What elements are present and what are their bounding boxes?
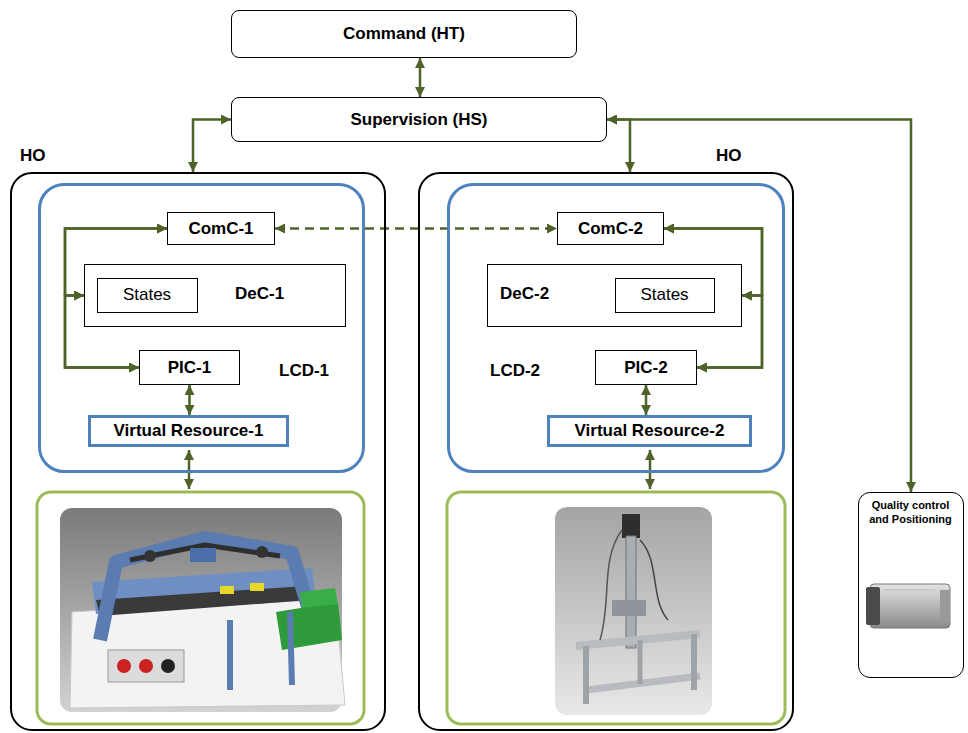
node-label: States: [123, 285, 171, 305]
command-box: Command (HT): [231, 10, 577, 58]
connector-arrow: [607, 120, 630, 173]
resource-frame: [37, 492, 364, 724]
resource-link: [649, 450, 652, 489]
node-label: LCD-1: [279, 361, 329, 381]
node-label: HO: [20, 146, 46, 166]
states-box: States: [615, 278, 715, 313]
decision-box: DeC-1 States: [84, 264, 346, 327]
control-device-box: LCD-2 ComC-2DeC-2 StatesPIC-2Virtual Resou…: [447, 183, 785, 473]
process-box: ComC-1: [167, 212, 275, 245]
connector-arrow: [419, 58, 422, 97]
node-label: ComC-1: [188, 219, 253, 239]
node-label: States: [640, 285, 688, 305]
states-box: States: [97, 278, 198, 313]
supervision-box: Supervision (HS): [231, 97, 607, 142]
control-device-box: LCD-1 ComC-1DeC-1 StatesPIC-1Virtual Resou…: [38, 183, 365, 473]
dashed-connector: [275, 227, 557, 230]
node-label: DeC-1: [235, 284, 284, 304]
node-label: Quality control and Positioning: [864, 499, 957, 527]
resource-link: [188, 450, 191, 489]
gantry-photo: [555, 507, 712, 715]
virtual-resource-box: Virtual Resource-2: [547, 415, 752, 447]
node-label: Supervision (HS): [351, 110, 488, 130]
quality-control-box: Quality control and Positioning: [858, 492, 964, 678]
holon-box: HOLCD-2ComC-2DeC-2StatesPIC-2Virtual Res…: [418, 172, 794, 731]
connector-arrow: [193, 120, 231, 173]
node-label: Virtual Resource-1: [114, 421, 264, 441]
decision-box: DeC-2 States: [487, 264, 742, 327]
node-label: HO: [716, 146, 742, 166]
machine-photo: [60, 508, 345, 712]
virtual-resource-box: Virtual Resource-1: [88, 415, 289, 447]
resource-frame: [447, 492, 785, 724]
process-box: ComC-2: [557, 212, 664, 245]
connector-arrow: [645, 385, 648, 415]
process-box: PIC-2: [595, 350, 697, 385]
node-label: Command (HT): [343, 24, 465, 44]
node-label: PIC-1: [168, 358, 211, 378]
node-label: DeC-2: [500, 284, 549, 304]
node-label: ComC-2: [578, 219, 643, 239]
connector-arrow: [188, 385, 191, 415]
process-box: PIC-1: [139, 350, 240, 385]
node-label: LCD-2: [490, 361, 540, 381]
node-label: PIC-2: [624, 358, 667, 378]
camera-photo: [866, 584, 950, 628]
holon-box: HOLCD-1ComC-1DeC-1StatesPIC-1Virtual Res…: [10, 172, 386, 731]
node-label: Virtual Resource-2: [575, 421, 725, 441]
